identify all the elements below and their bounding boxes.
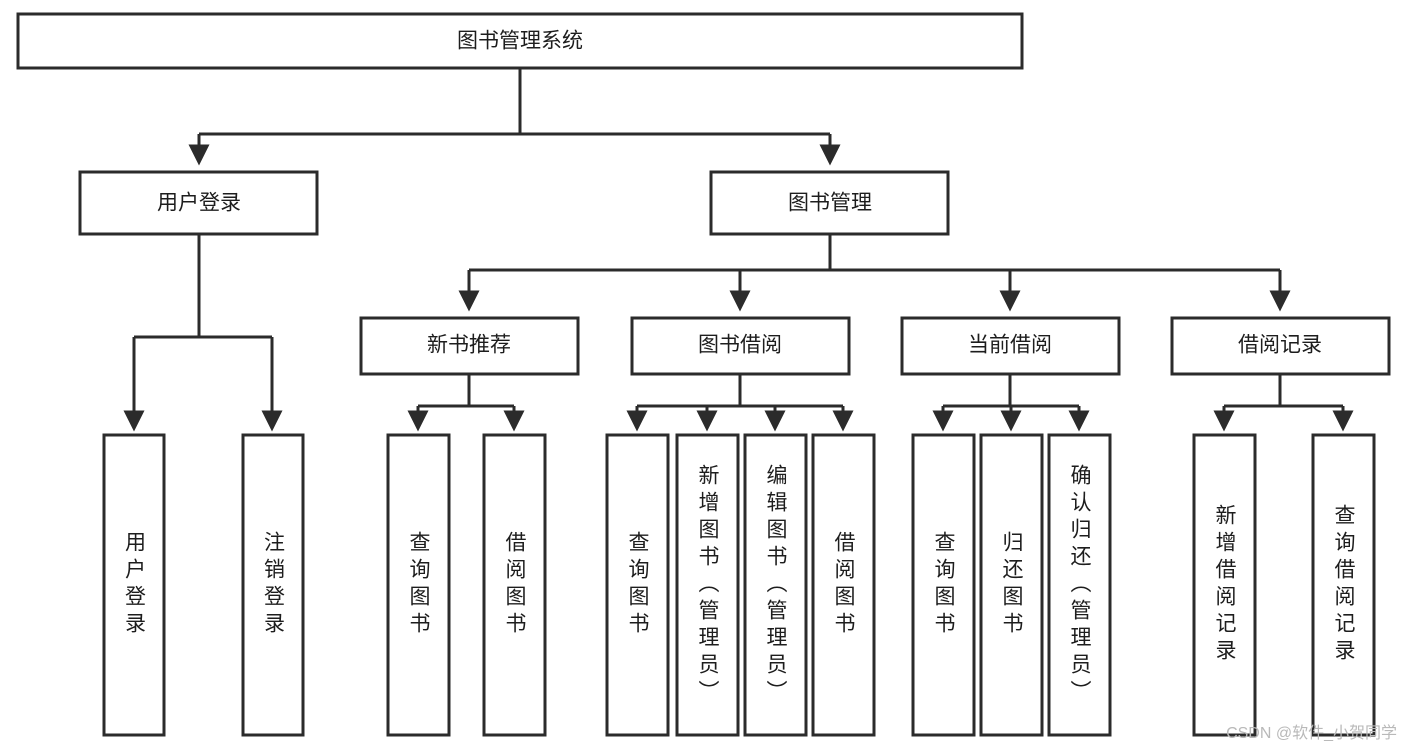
leaf-current-borrow-1-label: 查询图书 (932, 531, 955, 639)
node-root[interactable]: 图书管理系统 (16, 12, 1024, 70)
node-borrow-record-box[interactable] (1170, 316, 1391, 376)
node-book-manage[interactable]: 图书管理 (709, 170, 950, 236)
leaf-user-login-2-box[interactable] (241, 433, 305, 737)
leaf-borrow-record-2-label: 查询借阅记录 (1332, 504, 1355, 666)
leaf-book-borrow-1-box[interactable] (605, 433, 670, 737)
node-borrow-record-label: 借阅记录 (1238, 334, 1322, 357)
leaf-book-borrow-2-box[interactable] (675, 433, 740, 737)
leaf-book-borrow-3-box[interactable] (743, 433, 808, 737)
node-current-borrow-label: 当前借阅 (968, 334, 1052, 357)
leaf-user-login-1-label: 用户登录 (122, 531, 146, 639)
leaf-book-borrow-4-label: 借阅图书 (832, 531, 855, 639)
leaf-borrow-record-1-box[interactable] (1192, 433, 1257, 737)
node-book-borrow-label: 图书借阅 (698, 334, 782, 357)
node-user-login[interactable]: 用户登录 (78, 170, 319, 236)
connector-book-manage-to-level3 (458, 234, 1291, 312)
leaf-new-book-2[interactable]: 借阅图书 (482, 433, 547, 737)
leaf-user-login-1-box[interactable] (102, 433, 166, 737)
node-new-book-recommend-label: 新书推荐 (427, 334, 511, 357)
node-user-login-label: 用户登录 (157, 192, 241, 215)
leaf-user-login-1[interactable]: 用户登录 (102, 433, 166, 737)
leaf-new-book-1-label: 查询图书 (407, 531, 430, 639)
leaf-book-borrow-1-label: 查询图书 (626, 531, 649, 639)
leaf-book-borrow-4-box[interactable] (811, 433, 876, 737)
connector-book-borrow-to-leaves (626, 374, 854, 432)
leaf-borrow-record-1[interactable]: 新增借阅记录 (1192, 433, 1257, 737)
leaf-book-borrow-2-label: 新增图书（管理员） (696, 463, 719, 707)
leaf-book-borrow-2[interactable]: 新增图书（管理员） (675, 433, 740, 737)
node-new-book-recommend-box[interactable] (359, 316, 580, 376)
connector-new-book-to-leaves (407, 374, 525, 432)
leaf-borrow-record-1-label: 新增借阅记录 (1213, 504, 1236, 666)
leaf-current-borrow-3-box[interactable] (1047, 433, 1112, 737)
node-current-borrow[interactable]: 当前借阅 (900, 316, 1121, 376)
leaf-current-borrow-2-label: 归还图书 (1000, 531, 1023, 639)
leaf-current-borrow-3[interactable]: 确认归还（管理员） (1047, 433, 1112, 737)
node-book-borrow-box[interactable] (630, 316, 851, 376)
node-current-borrow-box[interactable] (900, 316, 1121, 376)
leaf-book-borrow-3-label: 编辑图书（管理员） (764, 463, 787, 707)
leaf-user-login-2[interactable]: 注销登录 (241, 433, 305, 737)
node-root-box[interactable] (16, 12, 1024, 70)
node-book-manage-box[interactable] (709, 170, 950, 236)
node-borrow-record[interactable]: 借阅记录 (1170, 316, 1391, 376)
node-book-borrow[interactable]: 图书借阅 (630, 316, 851, 376)
node-book-manage-label: 图书管理 (788, 192, 872, 215)
leaf-current-borrow-1-box[interactable] (911, 433, 976, 737)
node-new-book-recommend[interactable]: 新书推荐 (359, 316, 580, 376)
connector-user-login-to-leaves (123, 234, 283, 432)
leaf-current-borrow-1[interactable]: 查询图书 (911, 433, 976, 737)
leaf-current-borrow-2[interactable]: 归还图书 (979, 433, 1044, 737)
leaf-new-book-2-box[interactable] (482, 433, 547, 737)
connector-borrow-record-to-leaves (1213, 374, 1354, 432)
leaf-book-borrow-4[interactable]: 借阅图书 (811, 433, 876, 737)
leaf-new-book-1-box[interactable] (386, 433, 451, 737)
leaf-current-borrow-3-label: 确认归还（管理员） (1068, 463, 1091, 707)
leaf-borrow-record-2[interactable]: 查询借阅记录 (1311, 433, 1376, 737)
connector-current-borrow-to-leaves (932, 374, 1090, 432)
leaf-new-book-2-label: 借阅图书 (503, 531, 526, 639)
leaf-book-borrow-3[interactable]: 编辑图书（管理员） (743, 433, 808, 737)
connector-root-to-level2 (188, 68, 841, 166)
leaf-new-book-1[interactable]: 查询图书 (386, 433, 451, 737)
leaf-borrow-record-2-box[interactable] (1311, 433, 1376, 737)
leaf-book-borrow-1[interactable]: 查询图书 (605, 433, 670, 737)
node-root-label: 图书管理系统 (457, 30, 583, 53)
leaf-user-login-2-label: 注销登录 (261, 531, 285, 639)
leaf-current-borrow-2-box[interactable] (979, 433, 1044, 737)
